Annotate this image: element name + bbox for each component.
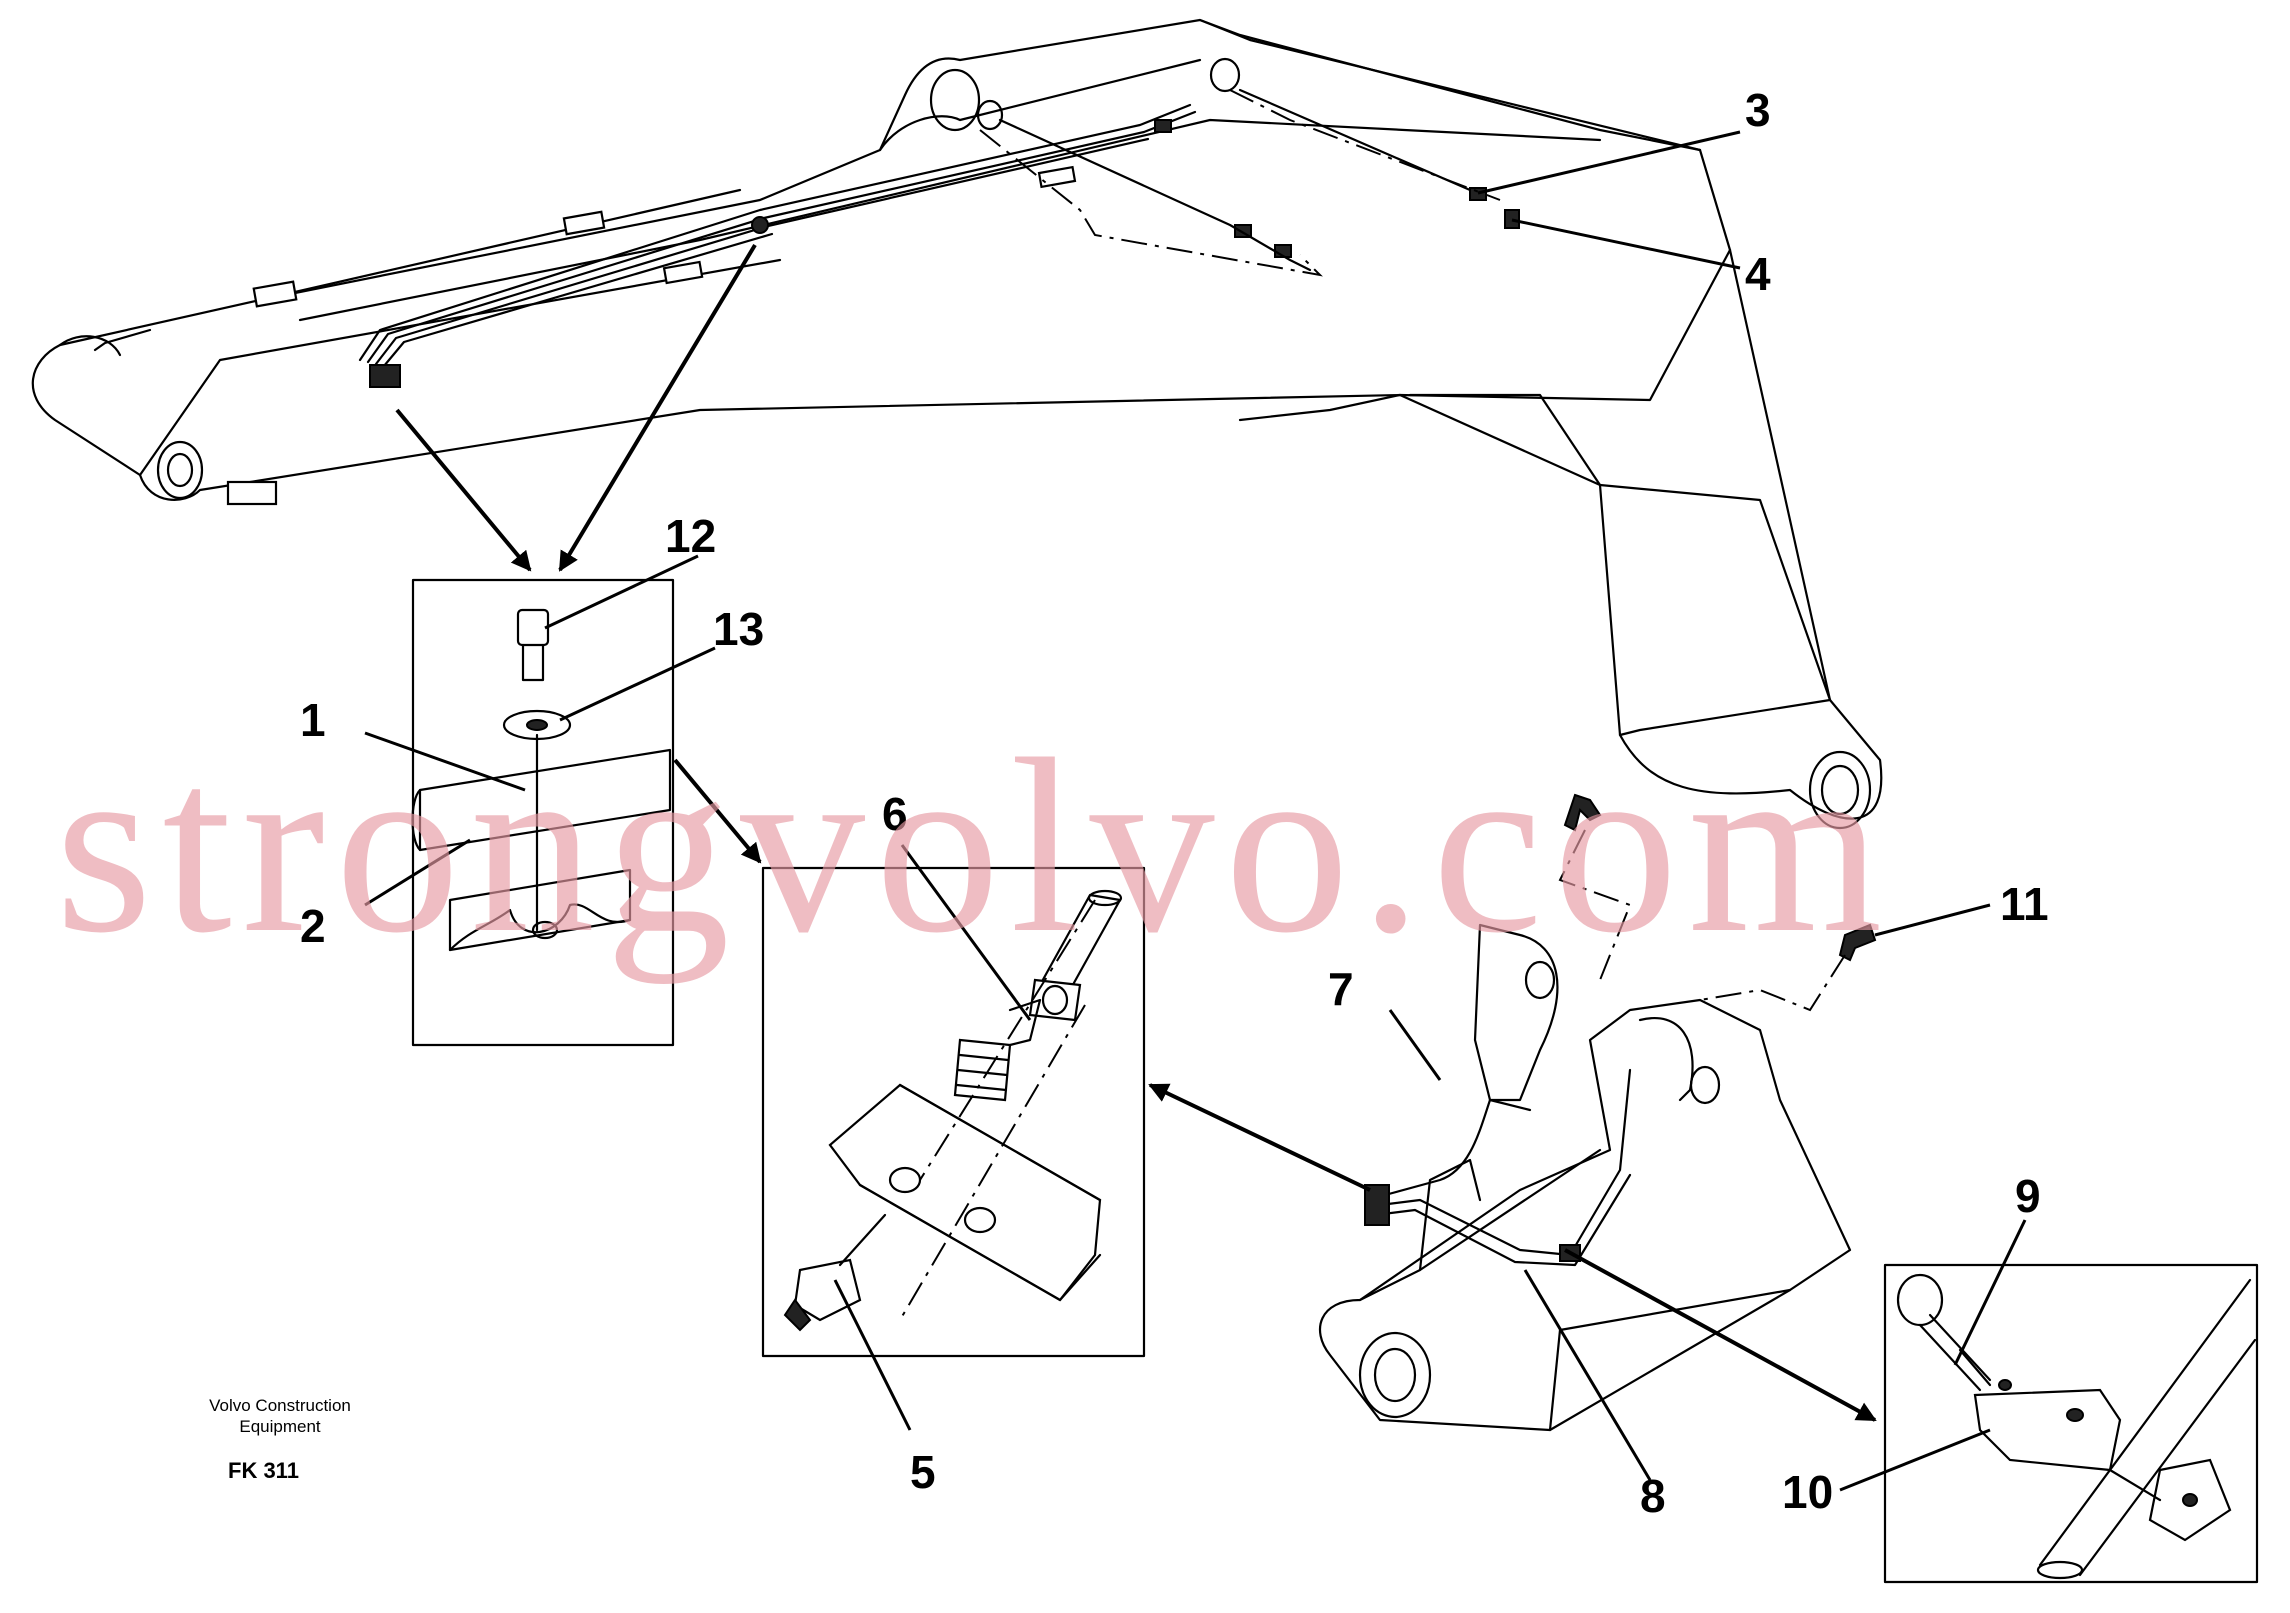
leader-lines — [364, 130, 2027, 1492]
label-1: 1 — [300, 694, 326, 746]
bracket-detail-box — [1883, 1263, 2259, 1584]
caption-line-2: Equipment — [239, 1417, 321, 1436]
label-6: 6 — [882, 788, 908, 840]
label-4: 4 — [1745, 248, 1771, 300]
boom-assembly — [31, 18, 1883, 830]
part-labels: 1 2 3 4 5 6 7 8 9 10 11 12 13 — [300, 84, 2049, 1522]
label-11: 11 — [2000, 878, 2049, 930]
watermark-text: strongvolvo.com — [55, 708, 1892, 985]
label-8: 8 — [1640, 1470, 1666, 1522]
caption-line-1: Volvo Construction — [209, 1396, 351, 1415]
label-10: 10 — [1782, 1466, 1833, 1518]
drawing-caption: Volvo Construction Equipment FK 311 — [209, 1396, 351, 1483]
label-12: 12 — [665, 510, 716, 562]
label-7: 7 — [1328, 963, 1354, 1015]
caption-code: FK 311 — [228, 1458, 299, 1483]
pointer-arrows — [395, 243, 1877, 1422]
label-3: 3 — [1745, 84, 1771, 136]
clamp-detail-box — [411, 578, 675, 1047]
label-5: 5 — [910, 1446, 936, 1498]
label-13: 13 — [713, 603, 764, 655]
label-2: 2 — [300, 900, 326, 952]
label-9: 9 — [2015, 1170, 2041, 1222]
fitting-detail-box — [761, 866, 1146, 1358]
